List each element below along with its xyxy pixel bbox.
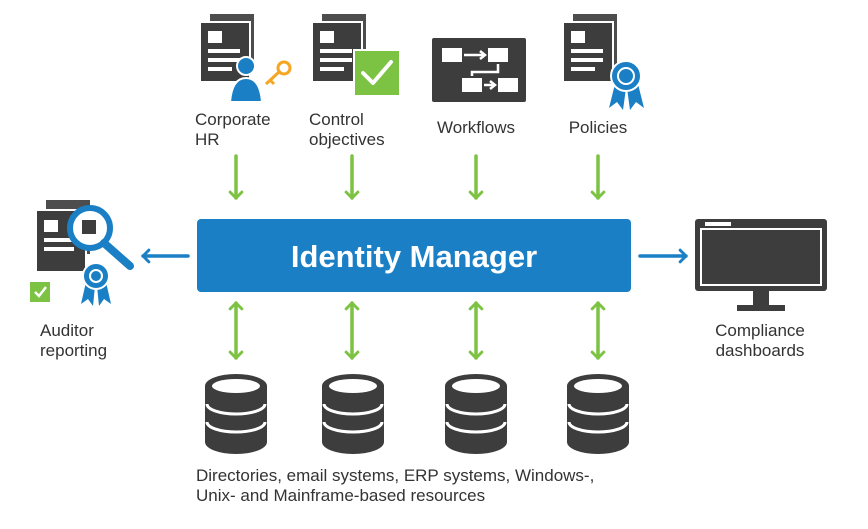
input-label-4: Policies <box>569 118 628 137</box>
database-icon-3 <box>443 372 509 456</box>
input-label-2-line2: objectives <box>309 130 385 149</box>
right-label-line2: dashboards <box>716 341 805 360</box>
document-checkmark-icon <box>311 13 401 97</box>
database-icon-2 <box>320 372 386 456</box>
input-label-3: Workflows <box>437 118 515 137</box>
left-label-line1: Auditor <box>40 321 94 340</box>
resources-label-line1: Directories, email systems, ERP systems,… <box>196 466 594 485</box>
input-label-1-line1: Corporate <box>195 110 271 129</box>
document-user-key-icon <box>199 13 292 103</box>
database-icon-1 <box>203 372 269 456</box>
input-label-1-line2: HR <box>195 130 220 149</box>
audit-magnifier-icon <box>30 200 134 306</box>
right-label-line1: Compliance <box>715 321 805 340</box>
resources-label-line2: Unix- and Mainframe-based resources <box>196 486 485 505</box>
monitor-icon <box>695 219 827 311</box>
database-icon-4 <box>565 372 631 456</box>
resource-arrows <box>228 301 606 360</box>
input-arrows <box>228 154 606 200</box>
input-label-2-line1: Control <box>309 110 364 129</box>
document-ribbon-icon <box>562 13 644 110</box>
identity-manager-box <box>197 219 631 292</box>
left-label-line2: reporting <box>40 341 107 360</box>
workflow-icon <box>432 38 526 102</box>
identity-manager-title: Identity Manager <box>291 239 537 274</box>
